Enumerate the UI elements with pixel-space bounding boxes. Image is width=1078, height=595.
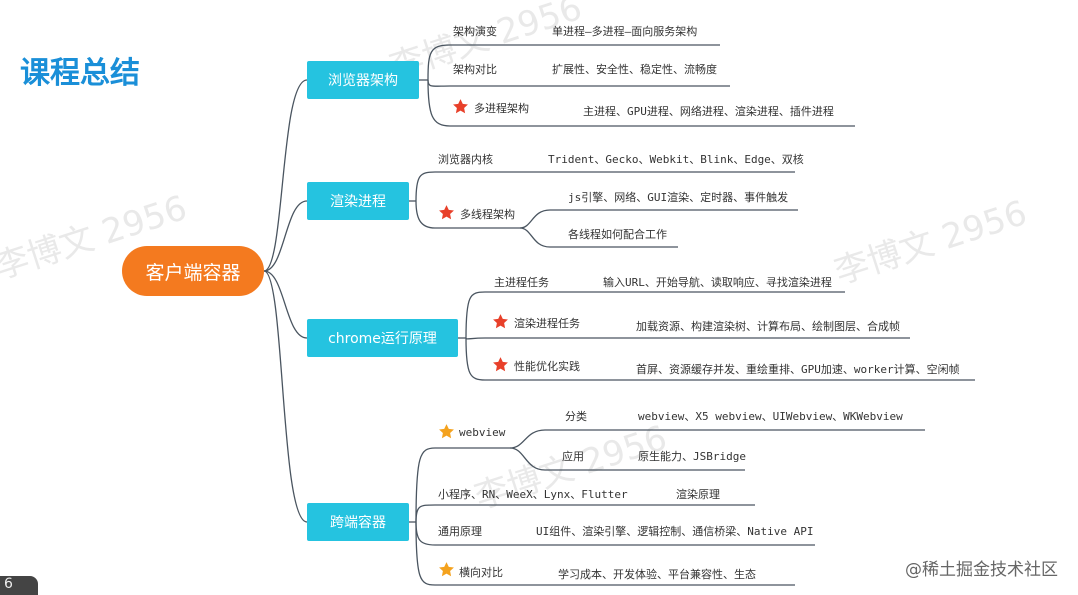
branch-cross-platform-container: 跨端容器 xyxy=(307,503,409,541)
star-icon xyxy=(493,314,508,329)
node-value: 主进程、GPU进程、网络进程、渲染进程、插件进程 xyxy=(583,105,834,118)
star-icon xyxy=(493,357,508,372)
node-value: UI组件、渲染引擎、逻辑控制、通信桥梁、Native API xyxy=(536,525,814,538)
node-label: 应用 xyxy=(562,450,584,463)
branch-browser-architecture: 浏览器架构 xyxy=(307,61,419,99)
star-icon xyxy=(439,424,454,439)
node-value: js引擎、网络、GUI渲染、定时器、事件触发 xyxy=(568,191,789,204)
page-title: 课程总结 xyxy=(20,56,140,91)
node-label: 性能优化实践 xyxy=(514,360,580,373)
node-label: 通用原理 xyxy=(438,525,482,538)
branch-render-process: 渲染进程 xyxy=(307,182,409,220)
node-value: 输入URL、开始导航、读取响应、寻找渲染进程 xyxy=(603,276,832,289)
node-label: 分类 xyxy=(565,410,587,423)
star-icon xyxy=(439,562,454,577)
branch-chrome-principle: chrome运行原理 xyxy=(307,319,458,357)
node-value: 单进程—多进程—面向服务架构 xyxy=(552,25,698,38)
brand-watermark: @稀土掘金技术社区 xyxy=(905,560,1058,580)
node-value: Trident、Gecko、Webkit、Blink、Edge、双核 xyxy=(548,153,804,166)
star-icon xyxy=(439,205,454,220)
node-label: 渲染进程任务 xyxy=(514,317,580,330)
node-label: webview xyxy=(459,426,506,439)
node-label: 架构对比 xyxy=(453,63,497,76)
node-label: 浏览器内核 xyxy=(438,153,493,166)
node-label: 小程序、RN、WeeX、Lynx、Flutter xyxy=(438,488,628,501)
node-value: 加载资源、构建渲染树、计算布局、绘制图层、合成帧 xyxy=(636,320,900,333)
node-value: 各线程如何配合工作 xyxy=(568,228,667,241)
node-label: 架构演变 xyxy=(453,25,497,38)
node-label: 多进程架构 xyxy=(474,102,529,115)
node-value: 首屏、资源缓存并发、重绘重排、GPU加速、worker计算、空闲帧 xyxy=(636,363,960,376)
node-label: 主进程任务 xyxy=(494,276,549,289)
node-label: 多线程架构 xyxy=(460,208,515,221)
node-value: 扩展性、安全性、稳定性、流畅度 xyxy=(552,63,717,76)
node-value: webview、X5 webview、UIWebview、WKWebview xyxy=(638,410,903,423)
node-label: 横向对比 xyxy=(459,566,503,579)
root-node: 客户端容器 xyxy=(122,246,264,296)
corner-mark: 6 xyxy=(0,576,38,595)
node-value: 渲染原理 xyxy=(676,488,720,501)
star-icon xyxy=(453,99,468,114)
node-value: 原生能力、JSBridge xyxy=(638,450,746,463)
node-value: 学习成本、开发体验、平台兼容性、生态 xyxy=(558,568,756,581)
